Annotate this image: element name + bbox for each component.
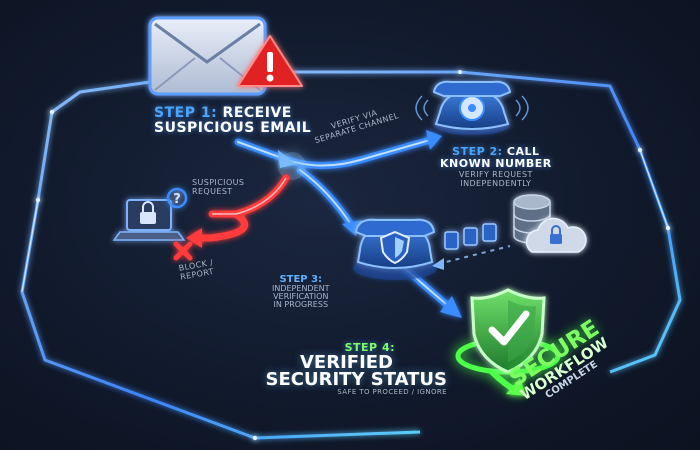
step1-title-line2: SUSPICIOUS EMAIL (154, 120, 312, 136)
step2-sub-line1: VERIFY REQUEST (458, 170, 533, 179)
step4-title: STEP 4: (344, 341, 395, 354)
step2-number: STEP 2: (452, 145, 503, 158)
step3-label: STEP 3: INDEPENDENT VERIFICATION IN PROG… (272, 274, 330, 309)
svg-text:?: ? (173, 192, 181, 207)
step2-sub-line2: INDEPENDENTLY (460, 179, 532, 188)
step3-line3: IN PROGRESS (273, 300, 329, 309)
step4-line2: SECURITY STATUS (265, 369, 447, 390)
step1-number: STEP 1: (154, 105, 218, 121)
arrow-head-left (432, 258, 444, 270)
cloud-lock-icon (525, 217, 587, 253)
step2-title-line1: CALL (506, 145, 540, 158)
signal-lines (415, 95, 529, 121)
step2-label: STEP 2: CALL KNOWN NUMBER VERIFY REQUEST… (440, 145, 552, 189)
block-x-icon (173, 241, 193, 261)
arrow-head-step2 (426, 130, 442, 150)
shield-phone-icon (353, 218, 437, 280)
step4-line1: VERIFIED (299, 352, 393, 373)
warning-icon (237, 35, 303, 87)
step3-title: STEP 3: (279, 274, 323, 285)
sparkles (35, 70, 671, 441)
red-arrow-head (186, 228, 202, 248)
suspicious-request-line1: SUSPICIOUS (192, 178, 245, 187)
step4-label: STEP 4: VERIFIED SECURITY STATUS SAFE TO… (262, 342, 447, 397)
question-icon: ? (166, 187, 188, 209)
document-icon (444, 223, 497, 250)
shield-check-icon (470, 288, 546, 374)
green-arrow-head (506, 378, 526, 396)
telephone-icon (432, 80, 512, 135)
step3-line1: INDEPENDENT (272, 284, 330, 293)
suspicious-request-label: SUSPICIOUS REQUEST (192, 178, 244, 196)
junction-glow (278, 152, 306, 180)
step1-label: STEP 1: RECEIVE SUSPICIOUS EMAIL (154, 106, 311, 136)
arrow-head-step4 (440, 296, 462, 318)
step1-title-line1: RECEIVE (222, 105, 292, 121)
step2-title-line2: KNOWN NUMBER (440, 157, 552, 170)
laptop-lock-icon (112, 199, 186, 241)
suspicious-request-line2: REQUEST (192, 187, 233, 196)
step3-line2: VERIFICATION (273, 292, 329, 301)
step4-sub: SAFE TO PROCEED / IGNORE (337, 388, 447, 396)
